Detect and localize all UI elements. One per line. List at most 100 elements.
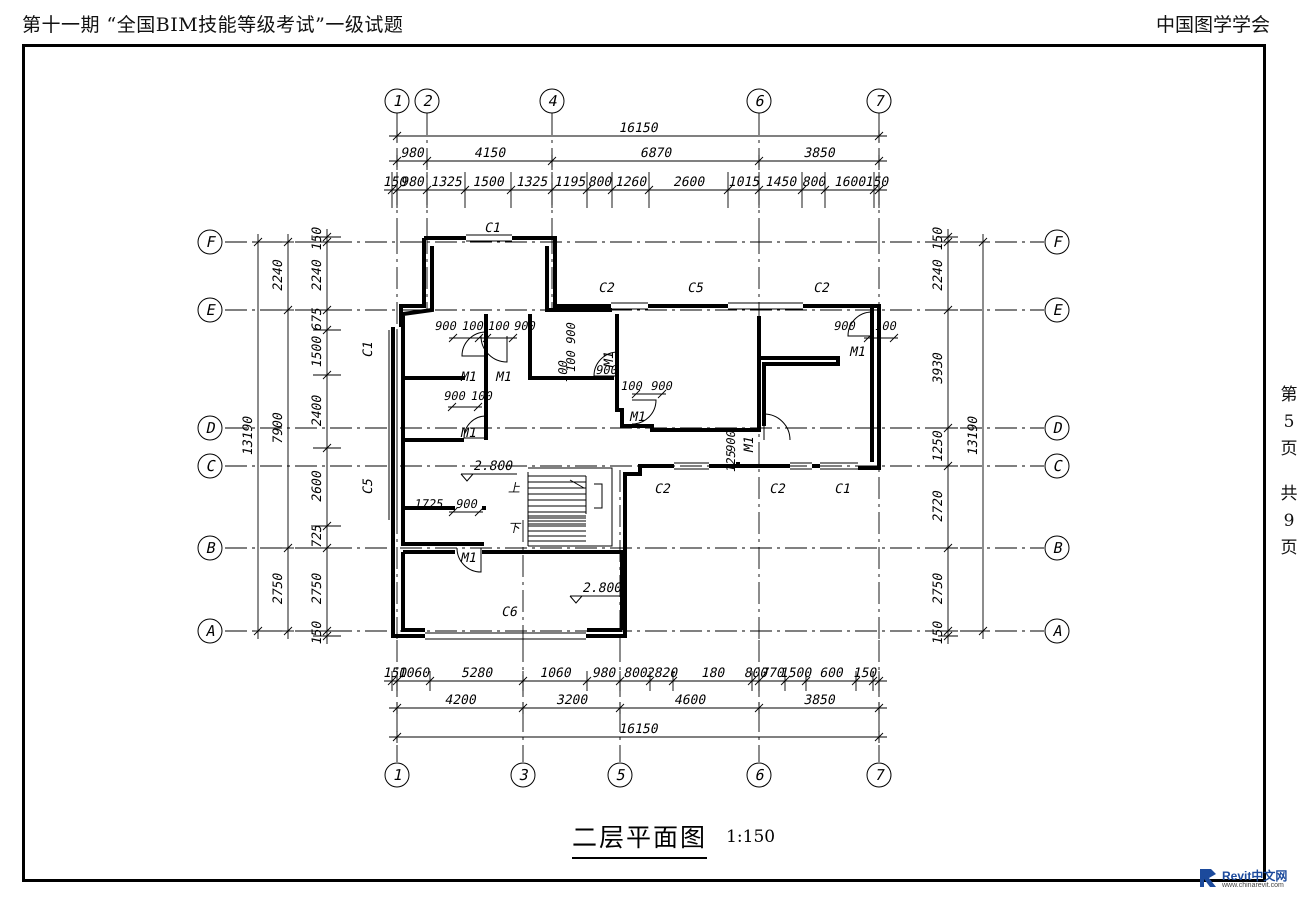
interior-dimension: 900 xyxy=(513,319,538,333)
elevation-triangle xyxy=(460,473,474,482)
dimension-text: 7900 xyxy=(271,411,286,446)
dimension-text: 1060 xyxy=(539,666,574,681)
page-indicator: 第 5 页 共 9 页 xyxy=(1276,382,1302,562)
door-tag: M1 xyxy=(494,370,513,385)
watermark-url: www.chinarevit.com xyxy=(1222,882,1284,889)
door-swing xyxy=(456,547,482,573)
interior-dimension: 900 xyxy=(455,497,480,511)
dimension-text: 2750 xyxy=(271,571,286,606)
drawing-title: 二层平面图 xyxy=(572,818,708,859)
dimension-tick xyxy=(448,333,458,343)
dimension-text: 1060 xyxy=(397,666,432,681)
door-tag: M1 xyxy=(848,345,867,360)
stair-down-mark: 下 xyxy=(507,521,522,535)
wall xyxy=(545,246,612,312)
page-indicator-current: 5 xyxy=(1283,412,1295,432)
dimension-tick xyxy=(473,402,483,412)
dimension-text: 3850 xyxy=(803,693,838,708)
interior-dimension: 100 xyxy=(461,319,486,333)
interior-dimension: 100 xyxy=(556,359,570,384)
dimension-text: 3200 xyxy=(555,693,590,708)
window-tag: C2 xyxy=(597,281,616,296)
grid-bubble-bottom-1 xyxy=(384,762,410,788)
door-swing xyxy=(847,311,873,337)
dimension-text: 980 xyxy=(399,146,426,161)
watermark: Revit中文网 www.chinarevit.com xyxy=(1198,865,1306,895)
dimension-text: 1325 xyxy=(430,175,464,190)
wall xyxy=(512,236,611,308)
grid-bubble-label: 1 xyxy=(392,92,405,110)
interior-dimension: 900 xyxy=(564,321,578,346)
grid-bubble-left-B xyxy=(197,535,223,561)
dimension-text: 675 xyxy=(310,306,325,333)
door-swing xyxy=(631,399,657,425)
dimension-text: 4200 xyxy=(444,693,479,708)
door-swing xyxy=(461,331,487,357)
window-tag: C6 xyxy=(500,605,519,620)
interior-dimension: 100 xyxy=(620,379,645,393)
dimension-text: 800 xyxy=(587,175,614,190)
window-tag: C2 xyxy=(653,482,672,497)
watermark-text: Revit中文网 xyxy=(1222,869,1288,883)
door-tag: M1 xyxy=(459,551,478,566)
wall-exterior xyxy=(391,523,425,638)
wall xyxy=(482,550,624,630)
grid-bubble-top-7 xyxy=(866,88,892,114)
sheet-header-title: 第十一期 “全国BIM技能等级考试”一级试题 xyxy=(22,14,404,36)
floor-elevation: 2.800 xyxy=(472,459,514,474)
floor-elevation: 2.800 xyxy=(581,581,623,596)
drawing-frame xyxy=(22,44,1266,882)
dimension-text: 150 xyxy=(864,175,891,190)
wall xyxy=(759,356,840,426)
window-tag: C1 xyxy=(483,221,502,236)
dimension-text: 1450 xyxy=(764,175,799,190)
wall xyxy=(401,246,484,546)
page-indicator-char: 共 xyxy=(1280,484,1298,504)
interior-dimension: 900 xyxy=(724,429,738,454)
sheet-header-organization: 中国图学学会 xyxy=(1155,14,1270,36)
grid-bubble-top-6 xyxy=(746,88,772,114)
dimension-text: 4600 xyxy=(673,693,708,708)
dimension-text: 3930 xyxy=(931,351,946,386)
door-swing xyxy=(593,351,619,377)
interior-dimension: 900 xyxy=(833,319,858,333)
dimension-tick xyxy=(508,333,518,343)
dimension-tick xyxy=(448,507,458,517)
grid-bubble-label: E xyxy=(205,301,218,319)
grid-bubble-label: D xyxy=(205,419,218,437)
dimension-tick xyxy=(657,389,667,399)
grid-bubble-bottom-7 xyxy=(866,762,892,788)
dimension-text: 3850 xyxy=(803,146,838,161)
door-swing xyxy=(480,335,508,363)
dimension-text: 1325 xyxy=(515,175,549,190)
dimension-tick xyxy=(447,402,457,412)
grid-bubble-right-D xyxy=(1044,415,1070,441)
grid-bubble-label: 5 xyxy=(615,766,628,784)
page-indicator-char: 页 xyxy=(1280,538,1298,558)
dimension-text: 13190 xyxy=(241,415,256,457)
grid-bubble-label: 7 xyxy=(874,92,887,110)
dimension-text: 1195 xyxy=(553,175,587,190)
grid-bubble-right-F xyxy=(1044,229,1070,255)
door-tag: M1 xyxy=(628,410,647,425)
grid-bubble-label: 6 xyxy=(754,766,767,784)
dimension-text: 16150 xyxy=(618,722,660,737)
dimension-text: 150 xyxy=(931,619,946,646)
interior-dimension: 125 xyxy=(724,449,738,474)
dimension-text: 16150 xyxy=(618,121,660,136)
dimension-text: 150 xyxy=(382,666,409,681)
interior-dimension: 100 xyxy=(874,319,899,333)
door-tag: M1 xyxy=(742,435,757,454)
grid-bubble-label: 1 xyxy=(392,766,405,784)
window-tag: C5 xyxy=(686,281,705,296)
stair-up-mark: 上 xyxy=(507,481,522,495)
grid-bubble-top-2 xyxy=(414,88,440,114)
dimension-tick xyxy=(474,507,484,517)
door-swing xyxy=(763,413,791,441)
page-indicator-char: 页 xyxy=(1280,439,1298,459)
wall xyxy=(586,464,674,638)
door-tag: M1 xyxy=(602,350,617,369)
dimension-text: 5280 xyxy=(460,666,495,681)
interior-dimension: 900 xyxy=(650,379,675,393)
dimension-text: 13190 xyxy=(966,415,981,457)
